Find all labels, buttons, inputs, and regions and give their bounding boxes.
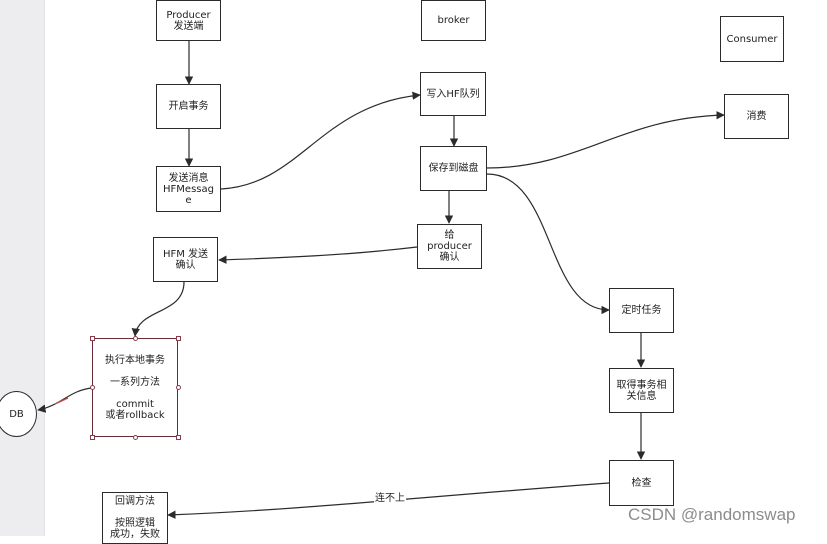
node-consume[interactable]: 消费 — [724, 94, 789, 139]
node-broker[interactable]: broker — [421, 0, 486, 41]
node-hfm-send-ack[interactable]: HFM 发送 确认 — [153, 237, 218, 282]
edge-send-msg-to-write-queue[interactable] — [220, 91, 421, 190]
node-hfm-send-ack-line-1: HFM 发送 — [162, 248, 209, 260]
node-callback-method[interactable]: 回调方法 按照逻辑 成功，失败 — [102, 492, 168, 544]
resize-handle-bottom[interactable] — [133, 435, 138, 440]
node-producer-line-1: Producer — [166, 9, 211, 21]
node-producer[interactable]: Producer 发送端 — [156, 0, 221, 41]
node-callback-line-3: 按照逻辑 — [115, 518, 155, 529]
node-send-message-line-1: 发送消息 — [168, 172, 209, 184]
node-db[interactable]: DB — [0, 391, 37, 437]
node-send-message-line-2: HFMessag — [163, 183, 214, 195]
node-write-hf-queue[interactable]: 写入HF队列 — [420, 72, 486, 116]
red-edge-marker — [54, 397, 69, 405]
edge-give-ack-to-hfm-ack[interactable] — [218, 246, 418, 264]
node-open-transaction-label: 开启事务 — [168, 101, 209, 112]
node-callback-line-4: 成功，失败 — [110, 529, 160, 540]
left-panel-strip — [0, 0, 45, 536]
edge-label-cannot-connect: 连不上 — [374, 493, 406, 505]
node-local-tx-line-6: 或者rollback — [105, 409, 165, 421]
node-local-tx-line-5: commit — [116, 398, 154, 410]
node-callback-line-1: 回调方法 — [115, 496, 155, 507]
node-consumer-label: Consumer — [726, 33, 778, 45]
node-give-producer-ack-line-1: 给 — [444, 230, 455, 241]
resize-handle-top-right[interactable] — [176, 336, 181, 341]
edge-check-to-callback[interactable] — [167, 482, 610, 519]
node-consume-label: 消费 — [746, 111, 767, 122]
resize-handle-bottom-left[interactable] — [90, 435, 95, 440]
node-give-producer-ack[interactable]: 给 producer 确认 — [417, 224, 482, 269]
resize-handle-top-left[interactable] — [90, 336, 95, 341]
node-broker-label: broker — [437, 15, 470, 26]
csdn-watermark: CSDN @randomswap — [628, 505, 796, 524]
node-get-transaction-info[interactable]: 取得事务相 关信息 — [609, 368, 674, 413]
node-check[interactable]: 检查 — [609, 460, 674, 506]
node-send-message-line-3: e — [185, 194, 192, 206]
node-send-message[interactable]: 发送消息 HFMessag e — [156, 166, 221, 212]
node-get-tx-info-line-2: 关信息 — [626, 390, 657, 402]
node-write-hf-queue-label: 写入HF队列 — [426, 88, 480, 100]
node-save-to-disk[interactable]: 保存到磁盘 — [420, 146, 487, 191]
edge-hfm-ack-to-local-tx[interactable] — [131, 281, 185, 337]
node-hfm-send-ack-line-2: 确认 — [175, 259, 196, 271]
edge-save-disk-to-timer[interactable] — [486, 173, 610, 315]
node-get-tx-info-line-1: 取得事务相 — [616, 379, 667, 391]
node-consumer[interactable]: Consumer — [720, 16, 784, 62]
node-open-transaction[interactable]: 开启事务 — [156, 84, 221, 129]
node-scheduled-task[interactable]: 定时任务 — [609, 288, 674, 333]
node-give-producer-ack-line-2: producer — [427, 241, 472, 252]
edge-save-disk-to-consume[interactable] — [486, 111, 725, 169]
node-save-to-disk-label: 保存到磁盘 — [428, 163, 479, 174]
node-give-producer-ack-line-3: 确认 — [439, 252, 460, 263]
edge-local-tx-to-db[interactable] — [37, 387, 93, 413]
resize-handle-top[interactable] — [133, 336, 138, 341]
node-check-label: 检查 — [631, 477, 652, 489]
node-local-tx-line-1: 执行本地事务 — [105, 354, 165, 366]
node-producer-line-2: 发送端 — [173, 20, 204, 32]
node-local-tx-line-3: 一系列方法 — [110, 376, 160, 388]
node-execute-local-transaction[interactable]: 执行本地事务 一系列方法 commit 或者rollback — [92, 338, 178, 437]
resize-handle-left[interactable] — [90, 385, 95, 390]
node-db-label: DB — [9, 408, 24, 420]
resize-handle-bottom-right[interactable] — [176, 435, 181, 440]
resize-handle-right[interactable] — [176, 385, 181, 390]
node-scheduled-task-label: 定时任务 — [621, 305, 662, 316]
